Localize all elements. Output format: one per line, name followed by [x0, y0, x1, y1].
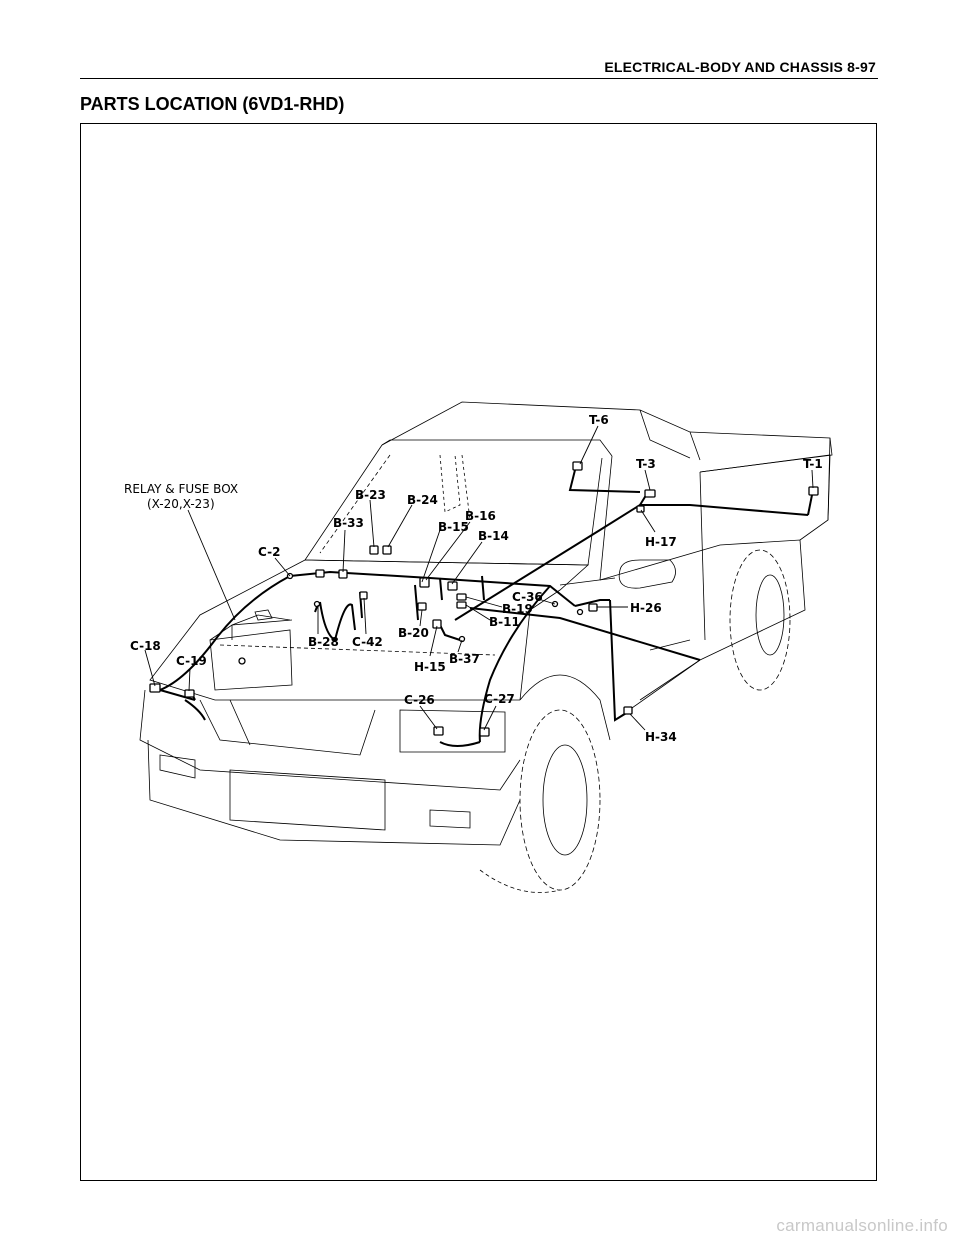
label-b-28: B-28 — [308, 635, 339, 649]
label-t-1: T-1 — [803, 457, 823, 471]
connector-labels: RELAY & FUSE BOX (X-20,X-23) T-6 T-3 T-1… — [124, 413, 823, 744]
label-t-3: T-3 — [636, 457, 656, 471]
label-b-15: B-15 — [438, 520, 469, 534]
leader-lines — [144, 425, 814, 731]
label-t-6: T-6 — [589, 413, 609, 427]
label-b-19: B-19 — [502, 602, 533, 616]
header-title: ELECTRICAL-BODY AND CHASSIS 8-97 — [604, 59, 876, 75]
label-h-34: H-34 — [645, 730, 677, 744]
watermark: carmanualsonline.info — [776, 1216, 948, 1235]
page-header: ELECTRICAL-BODY AND CHASSIS 8-97 — [80, 56, 878, 79]
label-c-27: C-27 — [484, 692, 515, 706]
vehicle-outline — [139, 401, 833, 893]
label-c-18: C-18 — [130, 639, 161, 653]
label-b-33: B-33 — [333, 516, 364, 530]
diagram-frame — [80, 123, 877, 1181]
label-b-23: B-23 — [355, 488, 386, 502]
label-h-17: H-17 — [645, 535, 677, 549]
relay-box-sublabel: (X-20,X-23) — [147, 497, 215, 511]
section-title: PARTS LOCATION (6VD1-RHD) — [80, 94, 345, 114]
label-c-2: C-2 — [258, 545, 280, 559]
label-c-36: C-36 — [512, 590, 543, 604]
label-c-19: C-19 — [176, 654, 207, 668]
label-b-16: B-16 — [465, 509, 496, 523]
label-b-14: B-14 — [478, 529, 509, 543]
label-b-11: B-11 — [489, 615, 520, 629]
label-b-20: B-20 — [398, 626, 429, 640]
label-h-15: H-15 — [414, 660, 446, 674]
label-h-26: H-26 — [630, 601, 662, 615]
relay-box-label: RELAY & FUSE BOX — [124, 482, 238, 496]
label-b-37: B-37 — [449, 652, 480, 666]
label-c-42: C-42 — [352, 635, 383, 649]
label-b-24: B-24 — [407, 493, 438, 507]
label-c-26: C-26 — [404, 693, 435, 707]
